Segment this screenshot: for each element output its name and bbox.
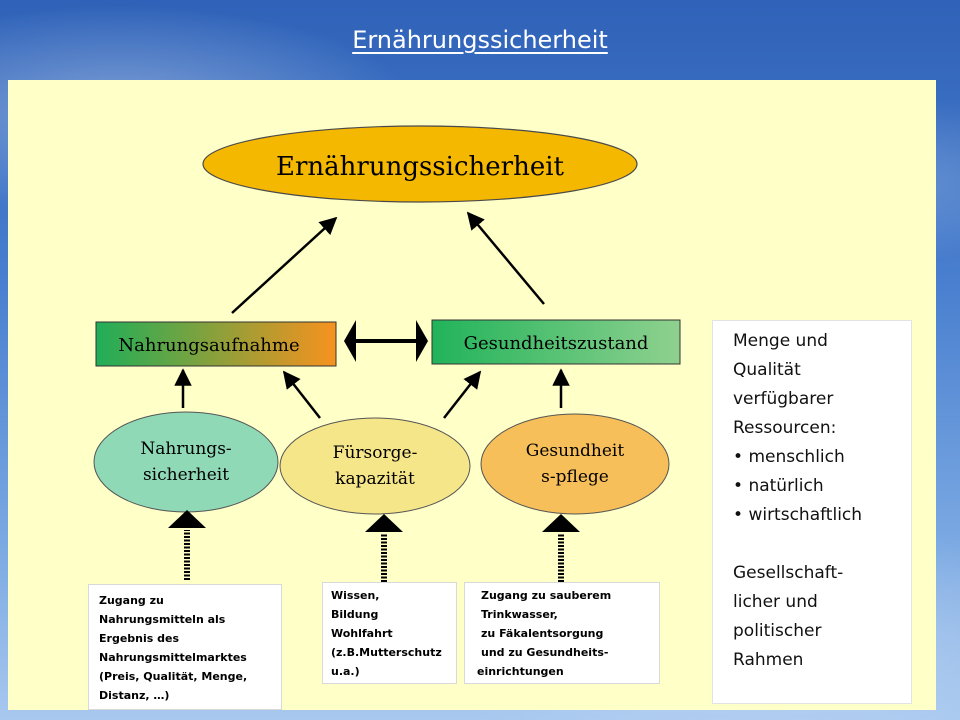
access-food-line: Nahrungsmitteln als [99,613,226,626]
dashed-arrow-left [168,510,206,580]
access-food-line: (Preis, Qualität, Menge, [99,670,248,683]
resources-line: Ressourcen: [733,418,837,438]
nahrungssicherheit-node: Nahrungs- sicherheit [93,411,279,513]
access-food-line: Distanz, …) [99,689,170,702]
nahrungssicherheit-line-2: sicherheit [143,465,229,485]
resources-line: Qualität [733,360,801,380]
framework-line: Rahmen [733,650,804,670]
arrow-left-to-top [231,216,338,314]
dashed-arrow-mid [365,514,403,582]
resources-note: Menge und Qualität verfügbarer Ressource… [712,320,912,704]
fuersorgekapazitaet-node: Fürsorge- kapazität [279,417,471,515]
nahrungssicherheit-line-1: Nahrungs- [140,439,231,459]
bullet-glyph: • [733,476,744,496]
knowledge-box: Wissen, Bildung Wohlfahrt (z.B.Muttersch… [322,582,457,684]
gesundheitspflege-line-2: s-pflege [541,467,609,487]
knowledge-line: Wissen, [331,589,380,602]
gesundheitspflege-node: Gesundheit s-pflege [480,413,670,515]
framework-line: licher und [733,592,818,612]
top-ellipse-label: Ernährungssicherheit [276,152,565,182]
nahrungsaufnahme-box: Nahrungsaufnahme [95,321,337,367]
access-food-line: Zugang zu [99,594,164,607]
water-access-line: und zu Gesundheits- [481,646,609,659]
knowledge-line: u.a.) [331,665,360,678]
resources-line: Menge und [733,331,828,351]
arrow-right-to-top [466,211,545,305]
water-access-box: Zugang zu sauberem Trinkwasser, zu Fäkal… [464,582,660,684]
water-access-line: Zugang zu sauberem [481,589,612,602]
knowledge-line: Bildung [331,608,379,621]
arrow-fk-to-zustand [443,370,482,419]
gesundheitspflege-line-1: Gesundheit [526,441,625,461]
double-arrow [344,320,428,362]
framework-line: Gesellschaft- [733,563,844,583]
knowledge-line: (z.B.Mutterschutz [331,646,442,659]
bullet-item: • menschlich [733,443,911,472]
framework-line: politischer [733,621,822,641]
bullet-text: menschlich [748,447,845,467]
knowledge-line: Wohlfahrt [331,627,393,640]
gesundheitszustand-label: Gesundheitszustand [464,333,649,354]
spacer [733,530,911,559]
access-food-line: Nahrungsmittelmarktes [99,651,247,664]
bullet-text: natürlich [748,476,824,496]
dashed-arrow-right [542,514,580,582]
gesundheitszustand-box: Gesundheitszustand [431,319,681,365]
water-access-line: einrichtungen [477,665,564,678]
water-access-line: zu Fäkalentsorgung [481,627,604,640]
access-food-line: Ergebnis des [99,632,180,645]
bullet-item: • natürlich [733,472,911,501]
fuersorgekapazitaet-line-2: kapazität [335,469,415,489]
bullet-item: • wirtschaftlich [733,501,911,530]
bullet-glyph: • [733,505,744,525]
slide-title: Ernährungssicherheit [352,26,608,54]
arrow-fk-to-aufnahme [282,370,321,419]
fuersorgekapazitaet-line-1: Fürsorge- [333,443,418,463]
water-access-line: Trinkwasser, [481,608,558,621]
bullet-glyph: • [733,447,744,467]
bullet-text: wirtschaftlich [748,505,863,525]
nahrungsaufnahme-label: Nahrungsaufnahme [118,335,299,356]
resources-line: verfügbarer [733,389,834,409]
top-ellipse-node: Ernährungssicherheit [202,125,638,203]
access-food-box: Zugang zu Nahrungsmitteln als Ergebnis d… [88,584,282,710]
